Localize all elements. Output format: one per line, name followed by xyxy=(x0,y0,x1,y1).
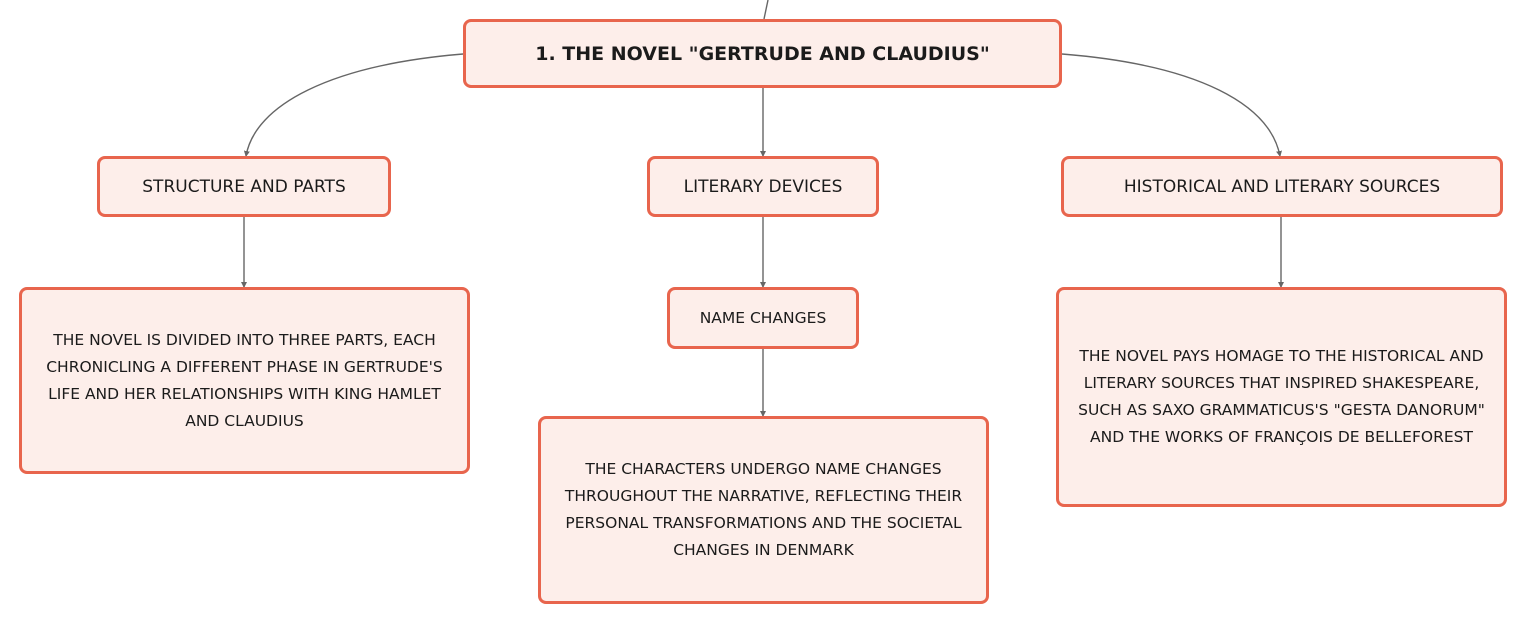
connector-incoming xyxy=(763,0,769,20)
leaf-node-sources-description[interactable]: THE NOVEL PAYS HOMAGE TO THE HISTORICAL … xyxy=(1056,287,1507,507)
branch-node-structure-and-parts[interactable]: STRUCTURE AND PARTS xyxy=(97,156,391,217)
connector-root-to-structure xyxy=(243,53,464,157)
branch-node-literary-devices[interactable]: LITERARY DEVICES xyxy=(647,156,879,217)
branch-node-historical-and-literary-sources[interactable]: HISTORICAL AND LITERARY SOURCES xyxy=(1061,156,1503,217)
root-node-title[interactable]: 1. THE NOVEL "GERTRUDE AND CLAUDIUS" xyxy=(463,19,1062,88)
leaf-node-name-changes-description[interactable]: THE CHARACTERS UNDERGO NAME CHANGES THRO… xyxy=(538,416,989,604)
leaf-node-structure-description[interactable]: THE NOVEL IS DIVIDED INTO THREE PARTS, E… xyxy=(19,287,470,474)
subbranch-node-name-changes[interactable]: NAME CHANGES xyxy=(667,287,859,349)
connector-root-to-sources xyxy=(1061,53,1282,157)
